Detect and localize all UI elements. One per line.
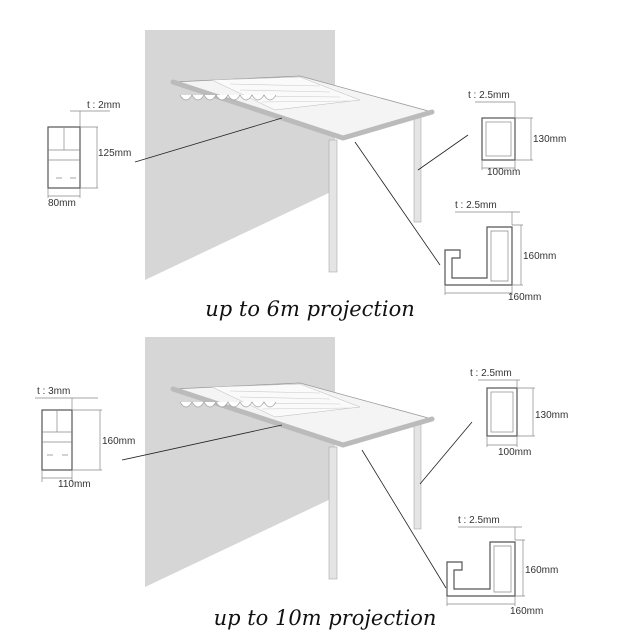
width-label: 160mm (510, 606, 543, 617)
post-profile-section: t : 2.5mm 130mm 100mm (468, 90, 566, 178)
thickness-label: t : 2.5mm (455, 200, 497, 211)
width-label: 80mm (48, 198, 76, 209)
width-label: 160mm (508, 292, 541, 303)
thickness-label: t : 2.5mm (458, 515, 500, 526)
left-profile-section: t : 2mm 125mm 80mm (47, 100, 131, 209)
height-label: 160mm (523, 251, 556, 262)
gutter-profile-section: t : 2.5mm 160mm 160mm (444, 200, 556, 303)
width-label: 110mm (58, 479, 91, 490)
left-profile-section: t : 3mm 160mm 110mm (35, 386, 135, 490)
panel-6m: t : 2mm 125mm 80mm t : 2.5mm 130mm 100mm… (47, 30, 566, 321)
width-label: 100mm (487, 167, 520, 178)
caption: up to 10m projection (214, 606, 437, 630)
thickness-label: t : 3mm (37, 386, 70, 397)
pergola-illustration (145, 30, 432, 280)
gutter-profile-section: t : 2.5mm 160mm 160mm (446, 515, 558, 617)
panel-10m: t : 3mm 160mm 110mm t : 2.5mm 130mm 100m… (35, 337, 568, 630)
height-label: 160mm (525, 565, 558, 576)
width-label: 100mm (498, 447, 531, 458)
thickness-label: t : 2.5mm (468, 90, 510, 101)
post-profile-section: t : 2.5mm 130mm 100mm (470, 368, 568, 458)
height-label: 160mm (102, 436, 135, 447)
pergola-illustration (145, 337, 432, 587)
height-label: 125mm (98, 148, 131, 159)
thickness-label: t : 2.5mm (470, 368, 512, 379)
caption: up to 6m projection (205, 297, 415, 321)
thickness-label: t : 2mm (87, 100, 120, 111)
height-label: 130mm (533, 134, 566, 145)
height-label: 130mm (535, 410, 568, 421)
